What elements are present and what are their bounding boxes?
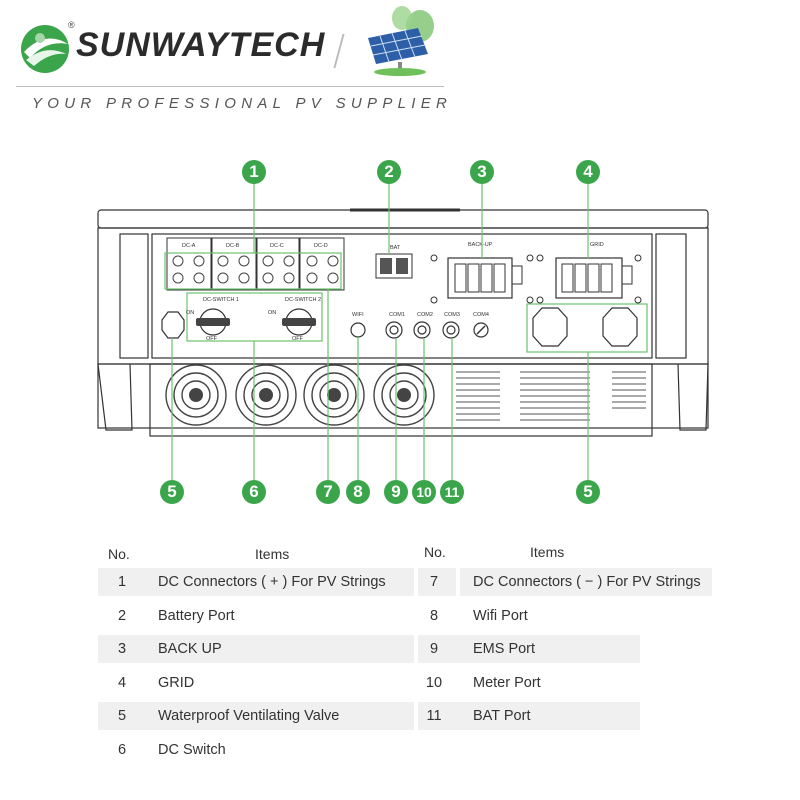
com2-label: COM2 xyxy=(417,312,433,318)
marker-8: 8 xyxy=(346,480,370,504)
wifi-label: WIFI xyxy=(352,312,364,318)
backup-label: BACK-UP xyxy=(468,242,493,248)
grid-label: GRID xyxy=(590,242,604,248)
marker-5-right: 5 xyxy=(576,480,600,504)
header-rule xyxy=(16,86,444,87)
dc-b-label: DC-B xyxy=(226,243,240,249)
marker-5-left: 5 xyxy=(160,480,184,504)
right-no-1: 7 xyxy=(429,574,439,590)
left-no-1: 1 xyxy=(117,574,127,590)
row-bg-right-3 xyxy=(418,635,640,663)
right-no-4: 10 xyxy=(425,675,443,691)
header-divider xyxy=(333,34,345,68)
row-bg-left-3 xyxy=(98,635,414,663)
switch-2-on-label: ON xyxy=(268,310,276,316)
row-bg-left-5 xyxy=(98,702,414,730)
brand-name: SUNWAYTECH xyxy=(76,26,326,64)
marker-4: 4 xyxy=(576,160,600,184)
dc-switch-2-label: DC-SWITCH 2 xyxy=(285,297,321,303)
header: ® SUNWAYTECH YOUR PROFESSIONAL PV SUPPLI… xyxy=(0,0,800,125)
marker-3: 3 xyxy=(470,160,494,184)
row-bg-right-5 xyxy=(418,702,640,730)
left-no-6: 6 xyxy=(117,742,127,758)
switch-2-off-label: OFF xyxy=(292,336,304,342)
header-items-left: Items xyxy=(255,546,290,562)
row-bg-right-1 xyxy=(460,568,712,596)
switch-1-off-label: OFF xyxy=(206,336,218,342)
marker-10: 10 xyxy=(412,480,436,504)
left-item-2: Battery Port xyxy=(158,608,235,624)
marker-9: 9 xyxy=(384,480,408,504)
inverter-diagram: DC-A DC-B DC-C DC-D DC-SWITCH 1 DC-SWITC… xyxy=(0,150,800,510)
dc-a-label: DC-A xyxy=(182,243,196,249)
row-bg-right-no-1 xyxy=(418,568,456,596)
registered-mark: ® xyxy=(68,20,75,30)
right-item-5: BAT Port xyxy=(473,708,531,724)
right-no-3: 9 xyxy=(429,641,439,657)
dc-d-label: DC-D xyxy=(314,243,328,249)
switch-1-on-label: ON xyxy=(186,310,194,316)
left-no-5: 5 xyxy=(117,708,127,724)
right-no-5: 11 xyxy=(426,708,442,724)
header-items-right: Items xyxy=(530,544,565,560)
marker-7: 7 xyxy=(316,480,340,504)
solar-panel-icon xyxy=(368,6,434,76)
com3-label: COM3 xyxy=(444,312,460,318)
left-no-2: 2 xyxy=(117,608,127,624)
left-item-3: BACK UP xyxy=(158,641,222,657)
right-no-2: 8 xyxy=(429,608,439,624)
left-no-4: 4 xyxy=(117,675,127,691)
right-item-3: EMS Port xyxy=(473,641,536,657)
right-item-4: Meter Port xyxy=(473,675,541,691)
dc-c-label: DC-C xyxy=(270,243,284,249)
left-item-4: GRID xyxy=(158,675,195,691)
header-no-left: No. xyxy=(108,546,130,562)
right-item-1: DC Connectors ( − ) For PV Strings xyxy=(473,574,701,590)
left-item-1: DC Connectors ( + ) For PV Strings xyxy=(158,574,386,590)
bat-label: BAT xyxy=(390,245,401,251)
left-item-5: Waterproof Ventilating Valve xyxy=(158,708,340,724)
dc-switch-1-label: DC-SWITCH 1 xyxy=(203,297,239,303)
sun-logo-icon xyxy=(21,25,69,73)
marker-6: 6 xyxy=(242,480,266,504)
inverter-drawing: DC-A DC-B DC-C DC-D DC-SWITCH 1 DC-SWITC… xyxy=(97,182,709,480)
marker-2: 2 xyxy=(377,160,401,184)
marker-11: 11 xyxy=(440,480,464,504)
right-item-2: Wifi Port xyxy=(473,608,528,624)
items-table: No. Items No. Items 1 DC Connectors ( + … xyxy=(0,538,800,778)
header-no-right: No. xyxy=(424,544,446,560)
left-item-6: DC Switch xyxy=(158,742,226,758)
marker-1: 1 xyxy=(242,160,266,184)
com4-label: COM4 xyxy=(473,312,489,318)
tagline: YOUR PROFESSIONAL PV SUPPLIER xyxy=(32,95,453,112)
com1-label: COM1 xyxy=(389,312,405,318)
left-no-3: 3 xyxy=(117,641,127,657)
row-bg-left-1 xyxy=(98,568,414,596)
